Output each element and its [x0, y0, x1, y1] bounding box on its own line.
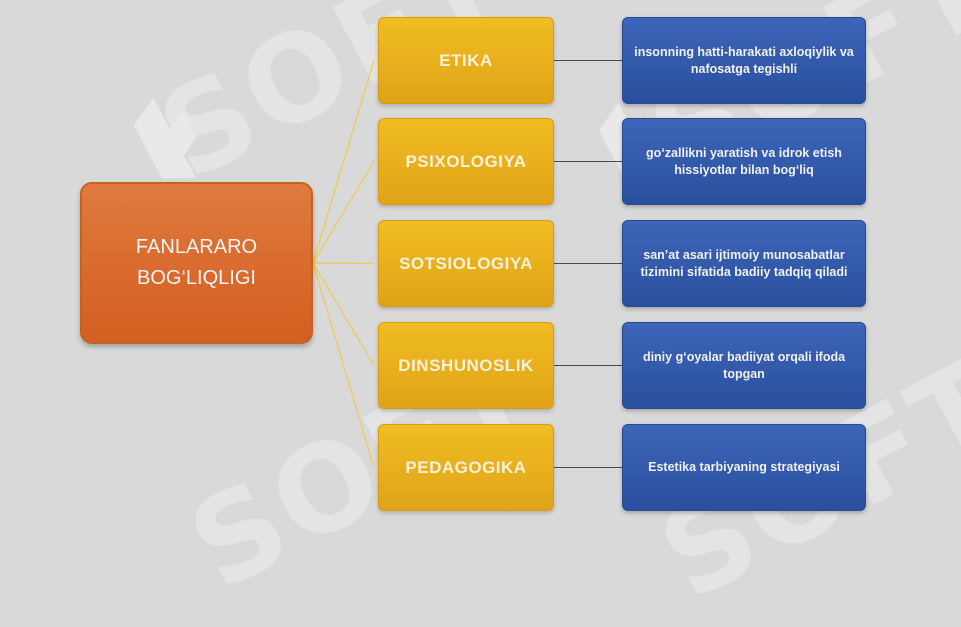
- branch-label: DINSHUNOSLIK: [398, 355, 534, 375]
- description-text: Estetika tarbiyaning strategiyasi: [648, 460, 840, 475]
- root-node: FANLARARO BOG‘LIQLIGI: [80, 182, 313, 344]
- description-text: go‘zallikni yaratish va idrok etish hiss…: [646, 145, 842, 177]
- description-text: san’at asari ijtimoiy munosabatlar tizim…: [640, 247, 848, 279]
- branch-label: SOTSIOLOGIYA: [399, 253, 533, 273]
- branch-psixologiya: PSIXOLOGIYA: [378, 118, 554, 205]
- description-psixologiya: go‘zallikni yaratish va idrok etish hiss…: [622, 118, 866, 205]
- branch-label: ETIKA: [439, 50, 493, 70]
- root-title-line1: FANLARARO: [135, 236, 258, 258]
- branch-pedagogika: PEDAGOGIKA: [378, 424, 554, 511]
- root-connector: [312, 262, 375, 468]
- root-connector: [312, 262, 375, 265]
- branch-label: PEDAGOGIKA: [405, 457, 527, 477]
- branch-dinshunoslik: DINSHUNOSLIK: [378, 322, 554, 409]
- description-etika: insonning hatti-harakati axloqiylik va n…: [622, 17, 866, 104]
- description-pedagogika: Estetika tarbiyaning strategiyasi: [622, 424, 866, 511]
- branch-sotsiologiya: SOTSIOLOGIYA: [378, 220, 554, 307]
- branch-etika: ETIKA: [378, 17, 554, 104]
- description-text: diniy g‘oyalar badiiyat orqali ifoda top…: [642, 349, 846, 381]
- connector-lines: [312, 60, 622, 468]
- branch-label: PSIXOLOGIYA: [405, 151, 527, 171]
- description-text: insonning hatti-harakati axloqiylik va n…: [634, 44, 854, 76]
- description-dinshunoslik: diniy g‘oyalar badiiyat orqali ifoda top…: [622, 322, 866, 409]
- description-sotsiologiya: san’at asari ijtimoiy munosabatlar tizim…: [622, 220, 866, 307]
- root-connector: [312, 262, 375, 366]
- root-connector: [312, 161, 375, 264]
- root-title-line2: BOG‘LIQLIGI: [137, 267, 256, 289]
- root-connector: [312, 60, 375, 264]
